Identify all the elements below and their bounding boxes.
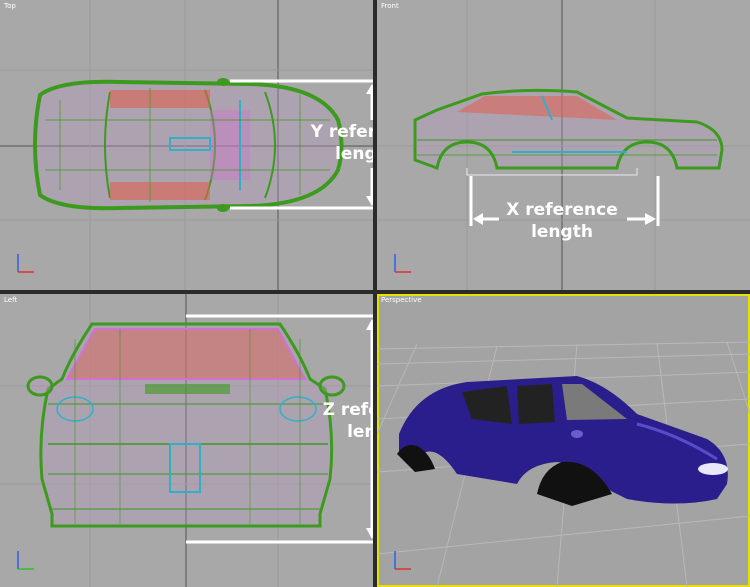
axis-gizmo: [17, 551, 34, 570]
y-reference-line1: Y reference: [310, 122, 373, 142]
viewport-label-perspective[interactable]: Perspective: [381, 296, 422, 304]
viewport-label-top[interactable]: Top: [4, 2, 16, 10]
axis-gizmo: [17, 254, 34, 273]
z-reference-markers: [186, 314, 373, 544]
x-reference-label: X reference length: [502, 199, 622, 243]
viewport-label-left[interactable]: Left: [4, 296, 18, 304]
z-reference-line2: length: [347, 422, 373, 442]
shaded-car: [397, 376, 728, 506]
perspective-view-canvas: [377, 341, 750, 587]
y-reference-markers: [230, 79, 373, 210]
y-reference-label: Y reference length: [310, 121, 373, 165]
z-reference-line1: Z reference: [322, 400, 373, 420]
car-wireframe-side: [413, 88, 724, 176]
viewport-perspective[interactable]: Perspective: [377, 294, 750, 587]
car-wireframe-top: [33, 78, 344, 212]
front-view-canvas: [377, 0, 750, 290]
axis-gizmo: [394, 254, 411, 273]
x-reference-line2: length: [531, 222, 593, 242]
left-view-canvas: [0, 294, 373, 587]
car-wireframe-front: [26, 322, 346, 528]
y-reference-line2: length: [335, 144, 373, 164]
axis-gizmo: [394, 551, 411, 570]
x-reference-line1: X reference: [506, 200, 618, 220]
viewport-front[interactable]: Front X reference length: [377, 0, 750, 290]
x-reference-markers: [469, 176, 660, 226]
viewport-left[interactable]: Left Z reference length: [0, 294, 373, 587]
viewport-top[interactable]: Top Y reference length: [0, 0, 373, 290]
top-view-canvas: [0, 0, 373, 290]
viewport-label-front[interactable]: Front: [381, 2, 399, 10]
z-reference-label: Z reference length: [318, 399, 373, 443]
